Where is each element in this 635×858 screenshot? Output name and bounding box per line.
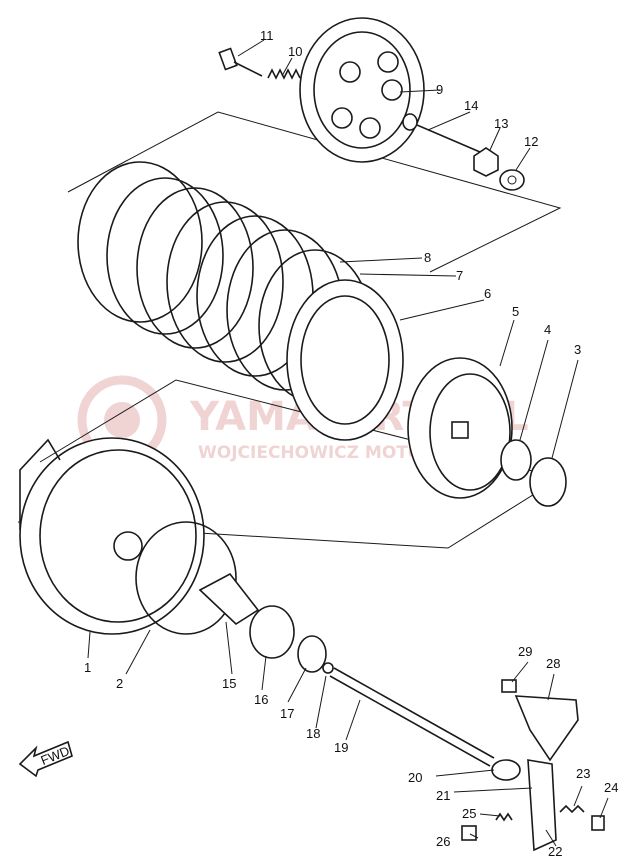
- callout-numbers: 1 2 3 4 5 6 7 8 9 10 11 12 13 14 15 16 1…: [84, 28, 618, 858]
- callout-2: 2: [116, 676, 123, 691]
- lock-washer: [529, 457, 567, 507]
- callout-26: 26: [436, 834, 450, 849]
- callout-23: 23: [576, 766, 590, 781]
- bolt-and-spring: [218, 47, 301, 80]
- callout-20: 20: [408, 770, 422, 785]
- o-ring: [135, 521, 237, 635]
- push-lever-assembly: [461, 679, 605, 852]
- callout-19: 19: [334, 740, 348, 755]
- callout-4: 4: [544, 322, 551, 337]
- callout-9: 9: [436, 82, 443, 97]
- clutch-boss: [407, 357, 513, 499]
- clutch-plate-stack: [77, 161, 404, 441]
- callout-21: 21: [436, 788, 450, 803]
- callout-8: 8: [424, 250, 431, 265]
- pressure-plate: [299, 17, 425, 163]
- shaft-components: [198, 572, 495, 767]
- callout-6: 6: [484, 286, 491, 301]
- callout-5: 5: [512, 304, 519, 319]
- callout-12: 12: [524, 134, 538, 149]
- callout-22: 22: [548, 844, 562, 858]
- callout-28: 28: [546, 656, 560, 671]
- fwd-label: FWD: [38, 743, 71, 768]
- push-rod-assembly: [402, 113, 525, 191]
- callout-17: 17: [280, 706, 294, 721]
- callout-11: 11: [260, 28, 274, 43]
- callout-18: 18: [306, 726, 320, 741]
- callout-3: 3: [574, 342, 581, 357]
- fwd-arrow: FWD: [18, 740, 73, 778]
- thrust-washer: [500, 439, 532, 481]
- callout-16: 16: [254, 692, 268, 707]
- clutch-housing: [19, 437, 205, 635]
- callout-15: 15: [222, 676, 236, 691]
- callout-7: 7: [456, 268, 463, 283]
- callout-24: 24: [604, 780, 618, 795]
- leader-lines: [87, 39, 609, 847]
- callout-29: 29: [518, 644, 532, 659]
- callout-10: 10: [288, 44, 302, 59]
- callout-13: 13: [494, 116, 508, 131]
- callout-25: 25: [462, 806, 476, 821]
- callout-1: 1: [84, 660, 91, 675]
- callout-14: 14: [464, 98, 478, 113]
